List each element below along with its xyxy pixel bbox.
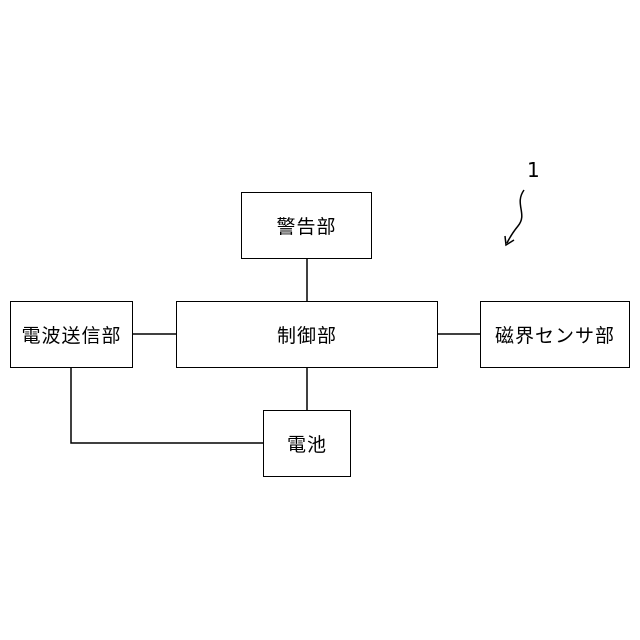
reference-leader-arrow <box>507 190 524 243</box>
connector-radio-battery <box>71 368 263 443</box>
radio-transmitter-block: 電波送信部 <box>10 301 133 368</box>
warning-unit-label: 警告部 <box>276 212 336 239</box>
magnetic-sensor-label: 磁界センサ部 <box>495 321 615 348</box>
warning-unit-block: 警告部 <box>241 192 372 259</box>
battery-label: 電池 <box>287 430 327 457</box>
reference-numeral: 1 <box>527 158 540 182</box>
control-unit-label: 制御部 <box>277 321 337 348</box>
magnetic-sensor-block: 磁界センサ部 <box>480 301 630 368</box>
control-unit-block: 制御部 <box>176 301 438 368</box>
radio-transmitter-label: 電波送信部 <box>21 321 121 348</box>
battery-block: 電池 <box>263 410 351 477</box>
